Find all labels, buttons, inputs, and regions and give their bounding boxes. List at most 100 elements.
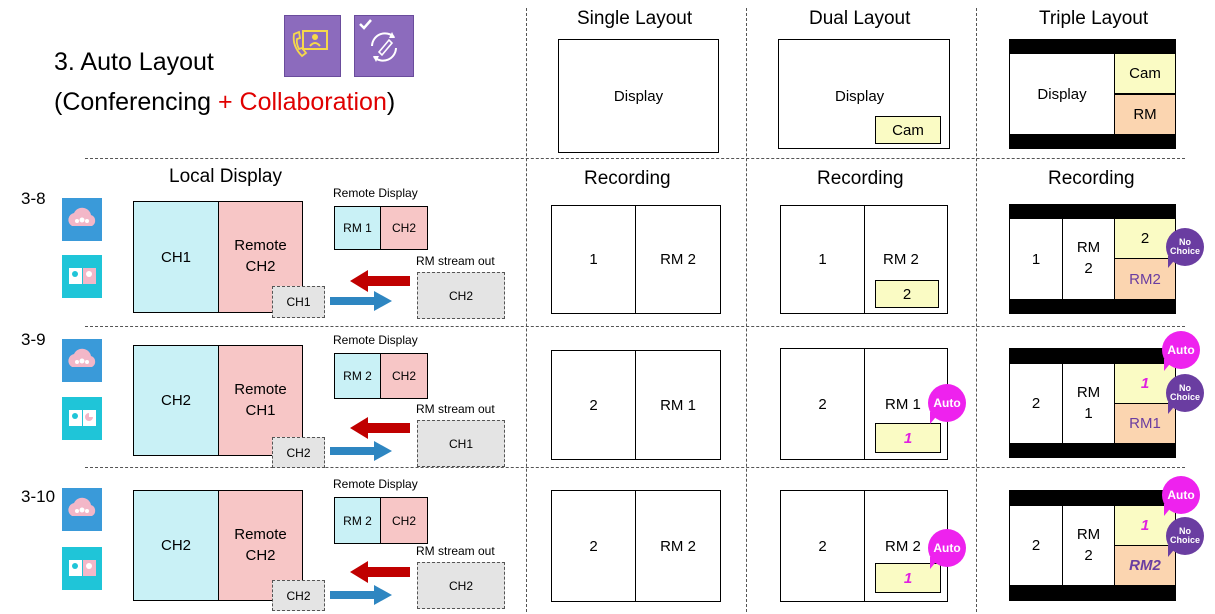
remote-display-label: Remote Display: [333, 477, 418, 491]
cloud-meeting-icon: [62, 198, 102, 241]
triple-rec-bottom: RM2: [1114, 545, 1176, 586]
triple-rec-left: 2: [1009, 505, 1063, 586]
outbound-arrow: [330, 291, 392, 311]
dual-sample-display-label: Display: [835, 88, 885, 105]
triple-rec-mid-line1: RM: [1076, 239, 1101, 256]
single-rec-right: RM 2: [635, 490, 721, 602]
local-stream-chip: CH2: [272, 437, 325, 468]
local-stream-chip: CH1: [272, 286, 325, 318]
dual-layout-sample: Display Cam: [778, 39, 950, 149]
subtitle-suffix: ): [386, 88, 396, 116]
triple-rec-bottom: RM1: [1114, 403, 1176, 444]
rm-stream-out-box: CH2: [417, 562, 505, 609]
page-subtitle: (Conferencing + Collaboration): [54, 90, 395, 115]
local-display-left: CH2: [133, 345, 219, 456]
inbound-arrow: [350, 417, 410, 439]
remote-display-label: Remote Display: [333, 186, 418, 200]
triple-rec-bottom-bar: [1009, 586, 1176, 601]
triple-sample-bottom-bar: [1009, 135, 1176, 149]
dual-layout-header: Dual Layout: [809, 8, 911, 29]
triple-rec-left: 2: [1009, 363, 1063, 444]
triple-layout-sample: Display Cam RM: [1009, 39, 1176, 149]
triple-rec-bottom: RM2: [1114, 258, 1176, 300]
rm-stream-out-label: RM stream out: [416, 402, 495, 416]
subtitle-prefix: (Conferencing: [54, 88, 218, 116]
single-rec-left: 2: [551, 350, 636, 460]
local-display-right-line2: CH2: [245, 547, 276, 564]
triple-layout-header: Triple Layout: [1039, 8, 1149, 29]
screen-share-icon: [62, 547, 102, 590]
dual-sample-cam: Cam: [875, 116, 941, 144]
auto-badge: Auto: [1162, 476, 1200, 516]
collaboration-sync-icon: [354, 15, 414, 77]
cloud-meeting-icon: [62, 339, 102, 382]
dual-rec-right-label: RM 2: [883, 251, 919, 268]
outbound-arrow: [330, 585, 392, 605]
no-choice-badge: No Choice: [1166, 374, 1204, 414]
outbound-arrow: [330, 441, 392, 461]
rm-stream-out-box: CH1: [417, 420, 505, 467]
triple-sample-top-bar: [1009, 39, 1176, 53]
dual-rec-right: RM 2 2: [864, 205, 948, 314]
single-rec-left: 1: [551, 205, 636, 314]
subtitle-accent: + Collaboration: [217, 88, 387, 116]
no-choice-badge: No Choice: [1166, 517, 1204, 557]
auto-badge: Auto: [928, 384, 966, 424]
dual-rec-left: 2: [780, 490, 865, 602]
triple-rec-mid: RM 1: [1062, 363, 1115, 444]
triple-rec-mid-line2: 1: [1084, 405, 1093, 422]
triple-rec-top-bar: [1009, 490, 1176, 505]
single-rec-left: 2: [551, 490, 636, 602]
triple-rec-mid: RM 2: [1062, 505, 1115, 586]
cloud-meeting-icon: [62, 488, 102, 531]
row-id: 3-10: [21, 487, 56, 506]
triple-rec-mid-line2: 2: [1084, 547, 1093, 564]
remote-display-right: CH2: [380, 353, 428, 399]
local-display-left: CH1: [133, 201, 219, 313]
triple-rec-top-bar: [1009, 204, 1176, 218]
screen-share-icon: [62, 397, 102, 440]
auto-badge: Auto: [1162, 331, 1200, 371]
triple-rec-mid: RM 2: [1062, 218, 1115, 300]
remote-display-left: RM 2: [334, 497, 381, 544]
rm-stream-out-label: RM stream out: [416, 254, 495, 268]
dual-rec-pip: 1: [875, 423, 941, 453]
remote-display-left: RM 1: [334, 206, 381, 250]
triple-rec-mid-line1: RM: [1076, 384, 1101, 401]
dual-rec-right-label: RM 2: [885, 538, 921, 555]
single-rec-right: RM 2: [635, 205, 721, 314]
dual-rec-left: 1: [780, 205, 865, 314]
single-layout-header: Single Layout: [577, 8, 693, 29]
triple-rec-left: 1: [1009, 218, 1063, 300]
triple-sample-cam: Cam: [1114, 53, 1176, 94]
auto-badge: Auto: [928, 529, 966, 569]
separator-vertical-3: [976, 8, 977, 612]
remote-display-right: CH2: [380, 497, 428, 544]
local-display-right-line1: Remote: [234, 237, 287, 254]
single-layout-sample-display: Display: [558, 39, 719, 153]
triple-sample-rm: RM: [1114, 94, 1176, 135]
separator-horizontal-row1: [85, 326, 1185, 327]
separator-vertical-1: [526, 8, 527, 612]
dual-rec-right-label: RM 1: [885, 396, 921, 413]
local-display-right-line2: CH1: [245, 402, 276, 419]
dual-rec-pip: 2: [875, 280, 939, 308]
contact-card-phone-icon: [284, 15, 341, 77]
local-display-right-line1: Remote: [234, 381, 287, 398]
triple-rec-mid-line2: 2: [1084, 260, 1093, 277]
inbound-arrow: [350, 270, 410, 292]
triple-rec-top-bar: [1009, 348, 1176, 363]
triple-rec-mid-line1: RM: [1076, 526, 1101, 543]
remote-display-right: CH2: [380, 206, 428, 250]
row-id: 3-8: [21, 189, 46, 208]
dual-rec-right: RM 2 1: [864, 490, 948, 602]
local-stream-chip: CH2: [272, 580, 325, 611]
rm-stream-out-label: RM stream out: [416, 544, 495, 558]
dual-rec-left: 2: [780, 348, 865, 460]
separator-vertical-2: [746, 8, 747, 612]
local-display-right-line2: CH2: [245, 258, 276, 275]
local-display-left: CH2: [133, 490, 219, 601]
no-choice-badge: No Choice: [1166, 228, 1204, 268]
separator-horizontal-row2: [85, 467, 1185, 468]
page-title: 3. Auto Layout: [54, 48, 214, 76]
